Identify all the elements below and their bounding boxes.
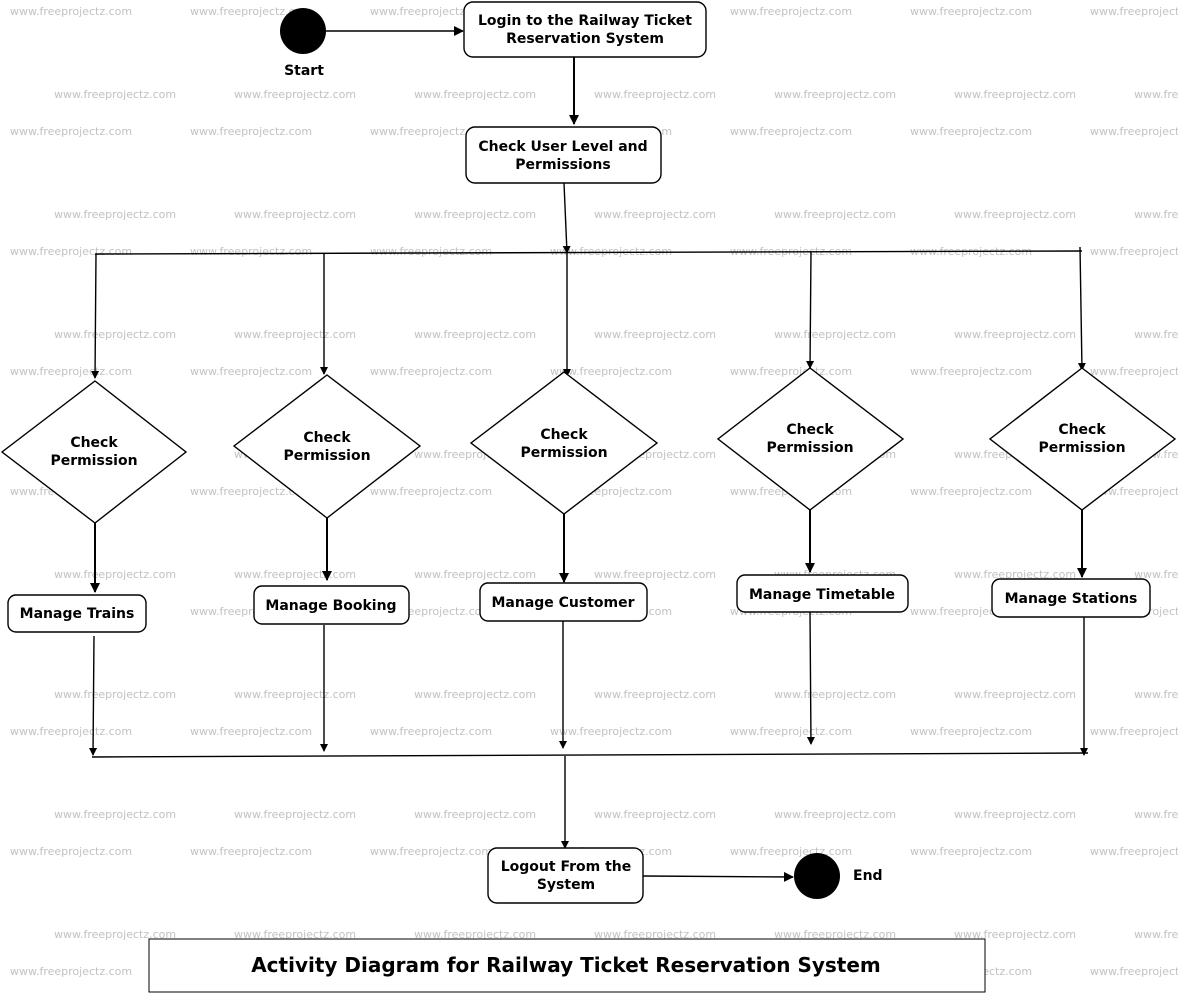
start-label: Start — [284, 63, 324, 79]
end-label: End — [853, 868, 883, 884]
edge-timetable-join — [806, 611, 815, 745]
manage-trains-activity — [7, 594, 147, 633]
check-user-level-line2: Permissions — [515, 157, 610, 173]
manage-stations-activity — [991, 578, 1151, 618]
decision-2-line1: Check — [303, 430, 351, 446]
caption-box — [148, 938, 986, 993]
logout-activity — [487, 847, 644, 904]
edge-fork-permission-5 — [1077, 246, 1086, 371]
manage-booking-activity — [253, 585, 410, 625]
check-permission-decision-5 — [988, 367, 1177, 511]
decision-4-line2: Permission — [766, 440, 853, 456]
manage-booking-label: Manage Booking — [265, 598, 396, 614]
logout-label-line2: System — [537, 877, 595, 893]
logout-label-line1: Logout From the — [501, 859, 632, 875]
login-activity — [463, 1, 707, 58]
start-node — [280, 8, 326, 54]
decision-3-line1: Check — [540, 427, 588, 443]
manage-trains-label: Manage Trains — [20, 606, 135, 622]
decision-5-line1: Check — [1058, 422, 1106, 438]
edge-check-to-fork — [562, 182, 571, 254]
check-user-level-activity — [465, 126, 662, 184]
edge-logout-end — [642, 871, 794, 882]
fork-bar — [94, 250, 1083, 255]
check-permission-decision-2 — [232, 374, 422, 519]
edge-fork-permission-4 — [806, 251, 815, 369]
edge-fork-permission-1 — [91, 253, 100, 379]
diagram-caption: Activity Diagram for Railway Ticket Rese… — [251, 953, 881, 977]
check-permission-decision-1 — [0, 380, 188, 524]
check-user-level-line1: Check User Level and — [478, 139, 647, 155]
decision-4-line1: Check — [786, 422, 834, 438]
login-label-line1: Login to the Railway Ticket — [478, 13, 692, 29]
edge-trains-join — [89, 635, 98, 756]
manage-timetable-label: Manage Timetable — [749, 587, 895, 603]
decision-2-line2: Permission — [283, 448, 370, 464]
decision-5-line2: Permission — [1038, 440, 1125, 456]
end-node — [794, 853, 840, 899]
decision-1-line2: Permission — [50, 453, 137, 469]
manage-stations-label: Manage Stations — [1005, 591, 1138, 607]
decision-1-line1: Check — [70, 435, 118, 451]
decision-3-line2: Permission — [520, 445, 607, 461]
login-label-line2: Reservation System — [506, 31, 664, 47]
join-bar — [91, 752, 1089, 758]
manage-customer-label: Manage Customer — [491, 595, 634, 611]
check-permission-decision-3 — [469, 371, 659, 515]
manage-timetable-activity — [736, 574, 909, 613]
check-permission-decision-4 — [716, 367, 905, 511]
